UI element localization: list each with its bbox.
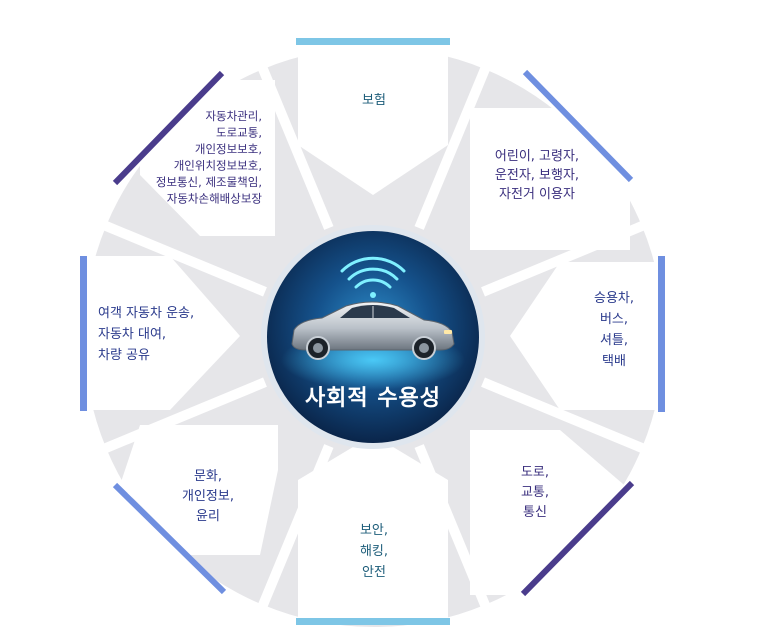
- segment-label: 보험: [362, 93, 386, 108]
- segment-label-line: 셔틀,: [600, 333, 628, 348]
- segment-label-line: 도로교통,: [216, 126, 262, 140]
- segment-label-line: 정보통신, 제조물책임,: [156, 175, 262, 189]
- segment-label-line: 자전거 이용자: [499, 187, 575, 202]
- segment-label: 승용차, 버스, 셔틀, 택배: [594, 291, 634, 369]
- accent-bar-left: [80, 256, 87, 411]
- segment-label-line: 택배: [602, 354, 626, 369]
- segment-label-line: 보안,: [360, 523, 388, 538]
- segment-label: 보안, 해킹, 안전: [360, 523, 388, 580]
- segment-label-line: 운전자, 보행자,: [495, 167, 579, 183]
- segment-label-line: 개인정보보호,: [195, 142, 262, 156]
- accent-bar-top: [296, 38, 450, 45]
- accent-bar-top-left: [112, 70, 225, 186]
- center-title: 사회적 수용성: [305, 386, 441, 411]
- accent-bar-top-right: [522, 69, 634, 183]
- accent-bar-bottom: [296, 618, 450, 625]
- segment-label-line: 문화,: [194, 469, 222, 484]
- segment-label-line: 버스,: [600, 312, 628, 327]
- segment-label: 자동차관리, 도로교통, 개인정보보호, 개인위치정보보호, 정보통신, 제조물책임, 자…: [156, 109, 263, 206]
- segment-label-line: 보험: [362, 93, 386, 108]
- segment-label-line: 자동차손해배상보장: [167, 192, 263, 206]
- segment-label-line: 개인위치정보보호,: [174, 159, 262, 173]
- segment-label: 문화, 개인정보, 윤리: [182, 469, 234, 524]
- segment-label-line: 어린이, 고령자,: [495, 149, 579, 164]
- accent-bar-bottom-right: [520, 480, 635, 597]
- segment-label-line: 승용차,: [594, 291, 634, 306]
- center-circle: 사회적 수용성: [261, 225, 485, 449]
- segment-label-line: 자동차 대여,: [98, 327, 166, 342]
- segment-label-line: 도로,: [521, 465, 549, 480]
- segment-panel-top: [298, 45, 448, 195]
- segment-label: 여객 자동차 운송, 자동차 대여, 차량 공유: [98, 306, 194, 363]
- segment-panel-left: [85, 256, 240, 410]
- segment-label: 도로, 교통, 통신: [521, 465, 549, 520]
- accent-bars: [80, 38, 665, 625]
- segment-divider: [102, 220, 267, 297]
- segment-panel-bottom-left: [120, 425, 278, 555]
- segment-panel-top-right: [470, 108, 630, 250]
- car-icon: [291, 301, 455, 360]
- segment-panels: [85, 45, 664, 622]
- accent-bar-bottom-left: [112, 482, 227, 595]
- segment-divider: [414, 65, 491, 230]
- segment-label-line: 해킹,: [360, 544, 388, 559]
- accent-bar-right: [658, 256, 665, 412]
- segment-label-line: 통신: [523, 505, 547, 520]
- segment-divider: [102, 377, 267, 454]
- segment-label: 어린이, 고령자, 운전자, 보행자, 자전거 이용자: [495, 149, 579, 202]
- wifi-signal-icon: [340, 256, 406, 298]
- segment-panel-bottom-right: [470, 430, 630, 595]
- segment-label-line: 차량 공유: [98, 348, 150, 363]
- segment-label-line: 안전: [362, 565, 386, 580]
- segment-panel-bottom: [298, 435, 448, 622]
- segment-panel-right: [510, 262, 664, 410]
- segment-label-line: 개인정보,: [182, 489, 234, 504]
- segment-divider: [481, 377, 646, 454]
- segment-label-line: 여객 자동차 운송,: [98, 306, 194, 321]
- segment-label-line: 교통,: [521, 485, 549, 500]
- segment-label-line: 윤리: [196, 509, 220, 524]
- segment-label-line: 자동차관리,: [205, 109, 262, 123]
